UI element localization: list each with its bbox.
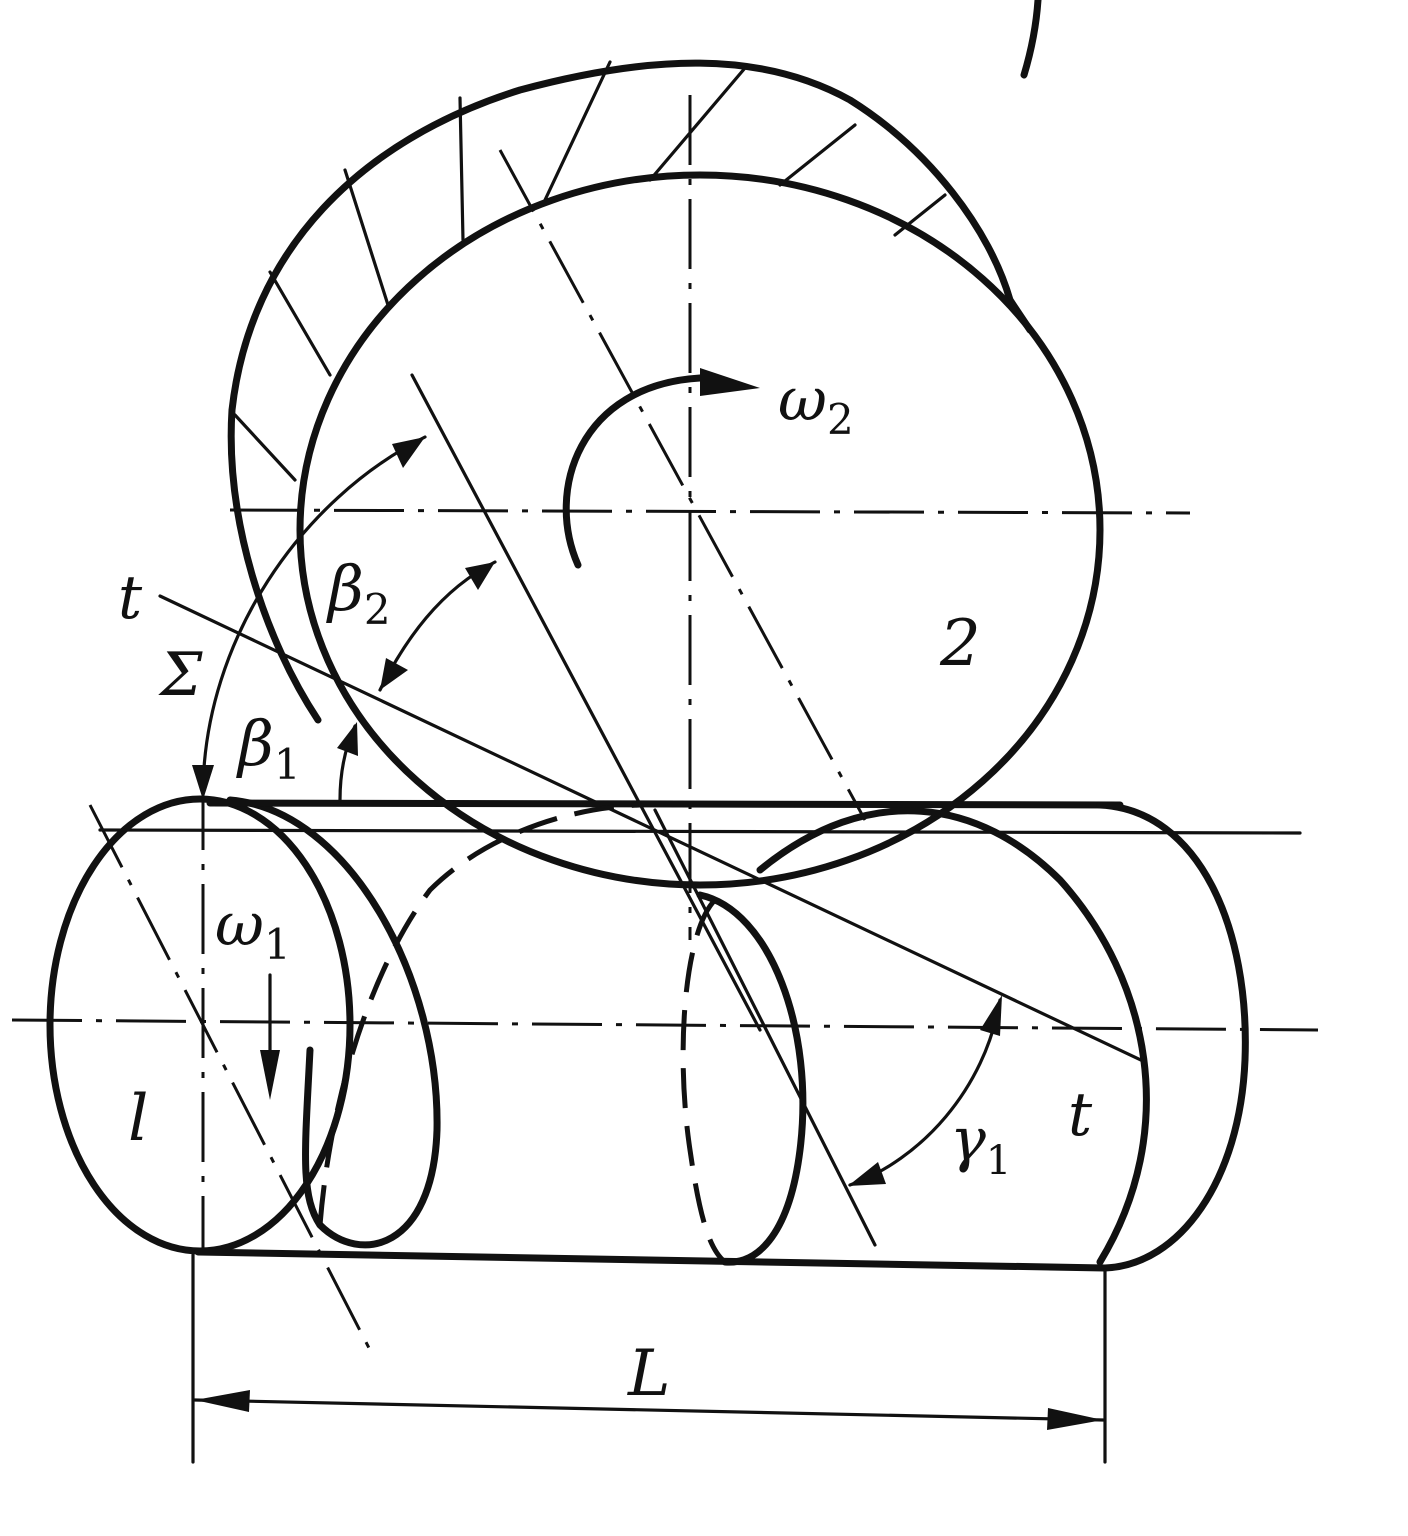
beta1-label: β1 (236, 707, 301, 789)
dimension-L (191, 1253, 1107, 1464)
length-label: L (627, 1337, 671, 1411)
dimension-L-left-arrow (195, 1390, 250, 1412)
gear-1-middle-arc (696, 891, 807, 1266)
sigma-arrowhead-top (392, 437, 425, 468)
tangent-label-right: t (1068, 1080, 1093, 1150)
omega1-label: ω1 (215, 890, 291, 969)
gear-2 (227, 59, 1104, 889)
gear-2-inclined-axis (498, 149, 867, 821)
angle-markers (192, 368, 1002, 1187)
gear-1-right-end (1096, 801, 1249, 1272)
gear-1-middle-hidden (680, 898, 727, 1264)
omega1-arrowhead (260, 1050, 280, 1100)
dimension-L-line (193, 1398, 1105, 1422)
tangent-label-left: t (118, 563, 143, 633)
center-lines (11, 95, 1319, 1351)
gamma1-label: γ1 (950, 1105, 1011, 1184)
gear-1-helix-line (653, 808, 877, 1247)
gear-1-right-arc (756, 807, 1150, 1266)
gear-1 (46, 373, 1302, 1272)
gear-2-body (296, 171, 1104, 889)
omega2-arrowhead (700, 368, 760, 396)
gear-1-top-edge (206, 799, 1124, 809)
gear-1-bottom-edge (194, 1248, 1109, 1272)
gear-2-teeth-hatching (233, 60, 947, 482)
beta2-arrowhead-top (465, 562, 495, 590)
gear-2-label: 2 (939, 607, 981, 681)
gamma1-arrowhead-top (980, 995, 1002, 1036)
sigma-label: Σ (158, 640, 203, 710)
gear-1-helix-line-2 (410, 373, 762, 1032)
sigma-arrowhead-bottom (192, 765, 214, 800)
gear-2-horizontal-axis (229, 508, 1191, 515)
dimension-L-right-arrow (1047, 1408, 1103, 1430)
beta2-arrowhead-bottom (380, 658, 408, 690)
gear-2-outer-rim (227, 59, 1034, 724)
gear-1-label: l (128, 1082, 148, 1156)
gamma1-arrowhead-bottom (848, 1162, 886, 1186)
beta1-arrowhead (337, 722, 358, 756)
gear-1-horizontal-axis (11, 1018, 1319, 1032)
gear-1-hidden-helix (317, 802, 641, 1226)
sigma-arc (201, 435, 427, 792)
corner-mark (1020, 0, 1042, 79)
gear-1-upper-line (98, 828, 1302, 835)
omega2-arc (562, 374, 704, 569)
gear-1-inclined-axis (88, 804, 372, 1351)
labels: ω2 β2 β1 γ1 ω1 Σ t t 2 l L (118, 365, 1093, 1411)
gear-1-front-face (226, 796, 441, 1249)
omega2-label: ω2 (778, 365, 854, 444)
beta2-label: β2 (326, 552, 391, 634)
